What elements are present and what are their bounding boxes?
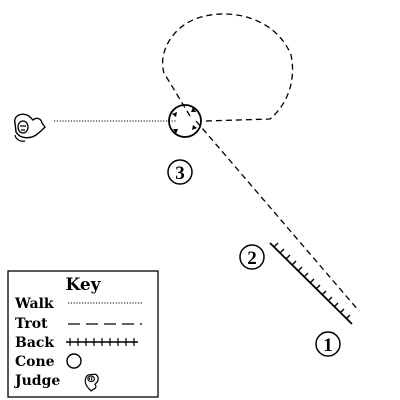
key-label-back: Back [15, 335, 54, 351]
step-marker-1: 1 [315, 331, 341, 357]
step-number: 1 [323, 335, 333, 356]
judge-icon [14, 113, 46, 142]
cone-sample-icon [66, 353, 82, 369]
back-tick-sample [66, 338, 138, 346]
cone-icon [168, 104, 202, 138]
trot-loop-path [162, 13, 294, 122]
step-number: 3 [175, 163, 185, 184]
back-path [269, 242, 353, 325]
key-label-trot: Trot [15, 316, 48, 332]
step-marker-2: 2 [239, 244, 265, 270]
key-label-walk: Walk [14, 296, 54, 312]
trot-diagonal-path [195, 120, 360, 312]
judge-sample-icon [84, 373, 99, 392]
key-label-judge: Judge [13, 373, 60, 389]
key-legend: Key Walk Trot Back Cone Judge [7, 270, 159, 398]
step-number: 2 [247, 248, 257, 269]
step-marker-3: 3 [167, 159, 193, 185]
key-title: Key [65, 275, 101, 295]
key-label-cone: Cone [15, 354, 55, 370]
